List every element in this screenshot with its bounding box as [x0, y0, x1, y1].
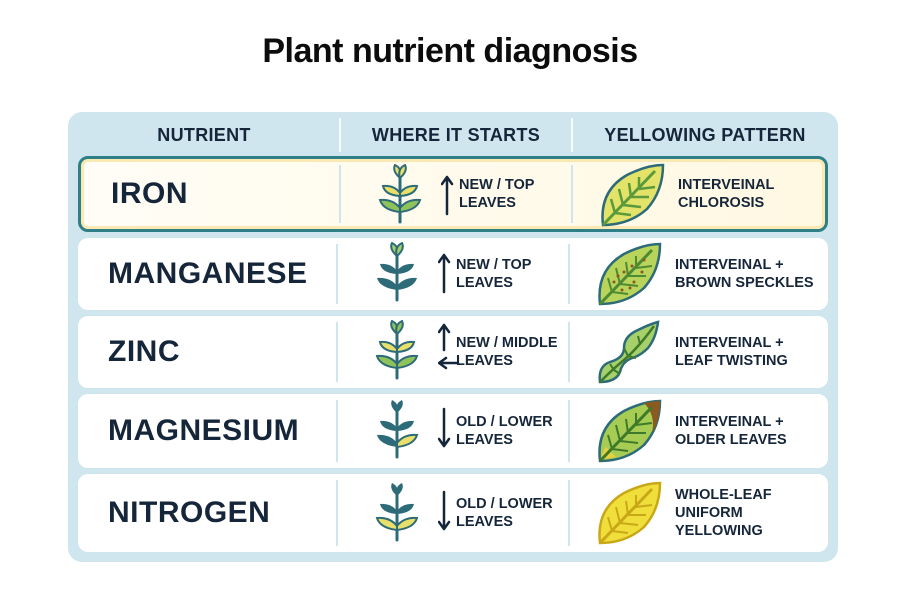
page-title: Plant nutrient diagnosis	[262, 32, 638, 70]
where-line-2: LEAVES	[456, 514, 513, 530]
plant-green-top-icon	[377, 242, 417, 302]
pattern-line-1: INTERVEINAL	[678, 177, 775, 193]
pattern-line-2: BROWN SPECKLES	[675, 275, 814, 291]
twisted-leaf-icon	[598, 320, 660, 384]
pattern-line-2: OLDER LEAVES	[675, 432, 787, 448]
plant-yellow-middle-icon	[375, 320, 419, 380]
pattern-line-2: CHLOROSIS	[678, 195, 765, 211]
pattern-line-1: INTERVEINAL +	[675, 335, 784, 351]
column-divider	[336, 322, 338, 382]
brown-edged-leaf-icon	[598, 399, 662, 463]
header-divider	[571, 118, 573, 152]
nutrient-name: IRON	[111, 177, 188, 210]
column-divider	[568, 244, 570, 304]
where-line-1: NEW / TOP	[459, 177, 535, 193]
where-it-starts: NEW / TOP LEAVES	[456, 238, 531, 310]
yellowing-pattern: WHOLE-LEAF UNIFORM YELLOWING	[675, 474, 772, 552]
plant-yellow-bottom-icon	[377, 400, 419, 459]
arrow-up-icon	[438, 253, 451, 294]
arrow-up-icon	[441, 175, 454, 216]
column-divider	[339, 165, 341, 223]
header-yellowing-pattern: YELLOWING PATTERN	[604, 125, 806, 145]
uniform-yellow-leaf-icon	[598, 481, 662, 545]
header-nutrient: NUTRIENT	[157, 125, 251, 145]
plant-yellow-bottom-icon	[375, 483, 419, 542]
plant-yellow-top-icon	[378, 164, 422, 224]
table-row-nitrogen: NITROGEN OLD / LOWER LEAVES WHOLE-LEAF U…	[78, 474, 828, 552]
yellowing-pattern: INTERVEINAL + LEAF TWISTING	[675, 316, 788, 388]
column-divider	[336, 244, 338, 304]
pattern-line-3: YELLOWING	[675, 523, 763, 539]
interveinal-chlorosis-leaf-icon	[601, 163, 665, 227]
where-it-starts: NEW / TOP LEAVES	[459, 159, 534, 229]
pattern-line-2: UNIFORM	[675, 505, 743, 521]
yellowing-pattern: INTERVEINAL CHLOROSIS	[678, 159, 774, 229]
where-line-1: OLD / LOWER	[456, 496, 553, 512]
nutrient-name: ZINC	[108, 335, 180, 368]
column-divider	[568, 400, 570, 462]
where-it-starts: OLD / LOWER LEAVES	[456, 474, 553, 552]
table-row-manganese: MANGANESE NEW / TOP LEAVES INTERVEINAL +…	[78, 238, 828, 310]
column-divider	[568, 322, 570, 382]
header-divider	[339, 118, 341, 152]
nutrient-name: MANGANESE	[108, 257, 308, 290]
yellowing-pattern: INTERVEINAL + OLDER LEAVES	[675, 394, 787, 468]
speckled-leaf-icon	[598, 242, 662, 306]
where-line-1: NEW / TOP	[456, 257, 532, 273]
where-line-2: LEAVES	[459, 195, 516, 211]
pattern-line-1: WHOLE-LEAF	[675, 487, 772, 503]
where-line-2: LEAVES	[456, 275, 513, 291]
pattern-line-1: INTERVEINAL +	[675, 257, 784, 273]
column-divider	[568, 480, 570, 546]
table-row-iron: IRON NEW / TOP LEAVES INTERVEINAL CHLORO…	[78, 156, 828, 232]
where-it-starts: OLD / LOWER LEAVES	[456, 394, 553, 468]
column-divider	[336, 400, 338, 462]
table-header: NUTRIENT WHERE IT STARTS YELLOWING PATTE…	[68, 112, 838, 156]
table-row-zinc: ZINC NEW / MIDDLE LEAVES INTERVEINAL + L…	[78, 316, 828, 388]
header-where-it-starts: WHERE IT STARTS	[371, 125, 541, 145]
table-row-magnesium: MAGNESIUM OLD / LOWER LEAVES INTERVEINAL…	[78, 394, 828, 468]
where-line-2: LEAVES	[456, 353, 513, 369]
where-it-starts: NEW / MIDDLE LEAVES	[456, 316, 558, 388]
where-line-2: LEAVES	[456, 432, 513, 448]
arrow-down-icon	[438, 490, 451, 531]
nutrient-name: NITROGEN	[108, 496, 271, 529]
pattern-line-1: INTERVEINAL +	[675, 414, 784, 430]
arrow-down-icon	[438, 407, 451, 448]
column-divider	[571, 165, 573, 223]
nutrient-name: MAGNESIUM	[108, 414, 300, 447]
yellowing-pattern: INTERVEINAL + BROWN SPECKLES	[675, 238, 814, 310]
where-line-1: OLD / LOWER	[456, 414, 553, 430]
pattern-line-2: LEAF TWISTING	[675, 353, 788, 369]
arrow-up-left-icon	[438, 323, 460, 370]
column-divider	[336, 480, 338, 546]
where-line-1: NEW / MIDDLE	[456, 335, 558, 351]
